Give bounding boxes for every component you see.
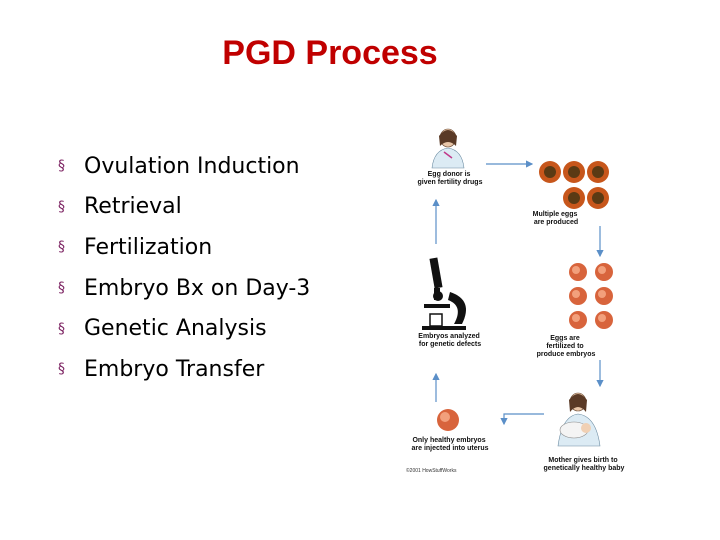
bullet-list: §Ovulation Induction §Retrieval §Fertili… [58, 146, 310, 390]
bullet-item: §Ovulation Induction [58, 146, 310, 187]
bullet-marker: § [58, 239, 84, 255]
caption-line: are produced [534, 219, 578, 226]
step-birth-caption: Mother gives birth to genetically health… [544, 457, 625, 472]
caption-line: Embryos analyzed [418, 333, 479, 340]
bullet-text: Genetic Analysis [84, 316, 267, 341]
bullet-text: Embryo Transfer [84, 357, 264, 382]
step-eggs-caption: Multiple eggs are produced [533, 211, 580, 226]
embryos-group [569, 263, 613, 329]
bullet-marker: § [58, 280, 84, 296]
egg-donor-figure [432, 129, 464, 168]
caption-line: are injected into uterus [411, 445, 488, 452]
caption-line: Only healthy embryos [412, 437, 485, 444]
caption-line: Multiple eggs [533, 211, 578, 218]
copyright-credit: ©2001 HowStuffWorks [406, 467, 457, 474]
step-analysis-caption: Embryos analyzed for genetic defects [418, 333, 481, 348]
bullet-text: Embryo Bx on Day-3 [84, 276, 310, 301]
bullet-item: §Fertilization [58, 227, 310, 268]
bullet-item: §Embryo Bx on Day-3 [58, 268, 310, 309]
bullet-item: §Genetic Analysis [58, 308, 310, 349]
caption-line: fertilized to [546, 343, 583, 350]
step-transfer-caption: Only healthy embryos are injected into u… [411, 437, 488, 452]
bullet-item: §Embryo Transfer [58, 349, 310, 390]
caption-line: given fertility drugs [418, 179, 483, 186]
bullet-text: Retrieval [84, 194, 182, 219]
eggs-group [539, 161, 609, 209]
bullet-item: §Retrieval [58, 187, 310, 228]
bullet-marker: § [58, 321, 84, 337]
bullet-marker: § [58, 361, 84, 377]
caption-line: Egg donor is [428, 171, 471, 178]
caption-line: for genetic defects [419, 341, 481, 348]
step-fertilize-caption: Eggs are fertilized to produce embryos [537, 335, 596, 358]
bullet-marker: § [58, 158, 84, 174]
bullet-text: Fertilization [84, 235, 212, 260]
bullet-text: Ovulation Induction [84, 154, 300, 179]
pgd-process-diagram: Egg donor is given fertility drugs Multi… [396, 124, 636, 484]
caption-line: genetically healthy baby [544, 465, 625, 472]
step-egg-donor-caption: Egg donor is given fertility drugs [418, 171, 483, 186]
caption-line: Mother gives birth to [548, 457, 617, 464]
caption-line: produce embryos [537, 351, 596, 358]
healthy-embryo-icon [437, 409, 459, 431]
bullet-marker: § [58, 199, 84, 215]
slide-title: PGD Process [0, 34, 660, 73]
caption-line: Eggs are [550, 335, 580, 342]
mother-baby-figure [558, 393, 600, 446]
microscope-icon [422, 258, 466, 330]
